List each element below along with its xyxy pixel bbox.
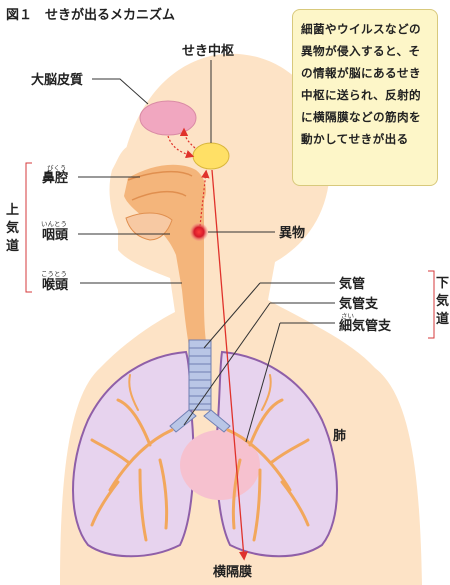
- explanation-note: 細菌やウイルスなどの異物が侵入すると、その情報が脳にあるせき中枢に送られ、反射的…: [292, 9, 438, 186]
- lower-airway-char-3: 道: [436, 311, 449, 327]
- label-bronchus: 気管支: [339, 296, 379, 312]
- lungs: [72, 350, 338, 558]
- bronchial-tree-right: [226, 374, 310, 542]
- arrow-foreign-to-center: [199, 169, 210, 227]
- upper-airway-char-1: 上: [6, 203, 19, 218]
- label-larynx: 喉頭: [42, 277, 69, 293]
- label-diaphragm: 横隔膜: [213, 564, 252, 580]
- arrow-center-to-cortex: [179, 127, 196, 149]
- label-pharynx: 咽頭: [42, 228, 69, 243]
- explanation-note-text: 細菌やウイルスなどの異物が侵入すると、その情報が脳にあるせき中枢に送られ、反射的…: [301, 22, 422, 146]
- lower-airway-bracket: [428, 270, 435, 339]
- lower-airway-char-1: 下: [436, 276, 449, 291]
- ruby-nasal-cavity: びくう: [47, 164, 66, 172]
- cerebral-cortex-area: [139, 100, 197, 136]
- cough-center-area: [192, 142, 230, 170]
- bronchial-tree-left: [90, 374, 174, 542]
- upper-airway-bracket: [25, 162, 32, 293]
- foreign-body-mark: [190, 223, 208, 241]
- label-lung: 肺: [333, 428, 346, 444]
- label-cerebral-cortex: 大脳皮質: [31, 72, 83, 88]
- ruby-larynx: こうとう: [41, 270, 67, 278]
- label-nasal-cavity: 鼻腔: [42, 170, 68, 186]
- heart-area: [180, 430, 260, 500]
- upper-airway-char-2: 気: [6, 220, 19, 236]
- lower-airway-char-2: 気: [436, 293, 449, 309]
- label-foreign-body: 異物: [279, 225, 305, 241]
- trachea-structure: [169, 339, 231, 433]
- label-upper-airway: 上 気 道: [6, 203, 19, 254]
- label-cough-center: せき中枢: [182, 43, 234, 59]
- arrow-cortex-to-center: [167, 135, 195, 159]
- upper-airway-char-3: 道: [6, 238, 19, 254]
- figure-title: 図１ せきが出るメカニズム: [6, 7, 175, 23]
- airway: [124, 164, 208, 352]
- ruby-bronchiole: さい: [341, 312, 354, 320]
- label-bronchiole: 細気管支: [339, 318, 392, 334]
- label-trachea: 気管: [339, 276, 365, 292]
- label-lower-airway: 下 気 道: [436, 276, 449, 327]
- ruby-pharynx: いんとう: [41, 220, 67, 228]
- nerve-line-to-diaphragm: [211, 169, 249, 561]
- leader-lines: [78, 60, 335, 443]
